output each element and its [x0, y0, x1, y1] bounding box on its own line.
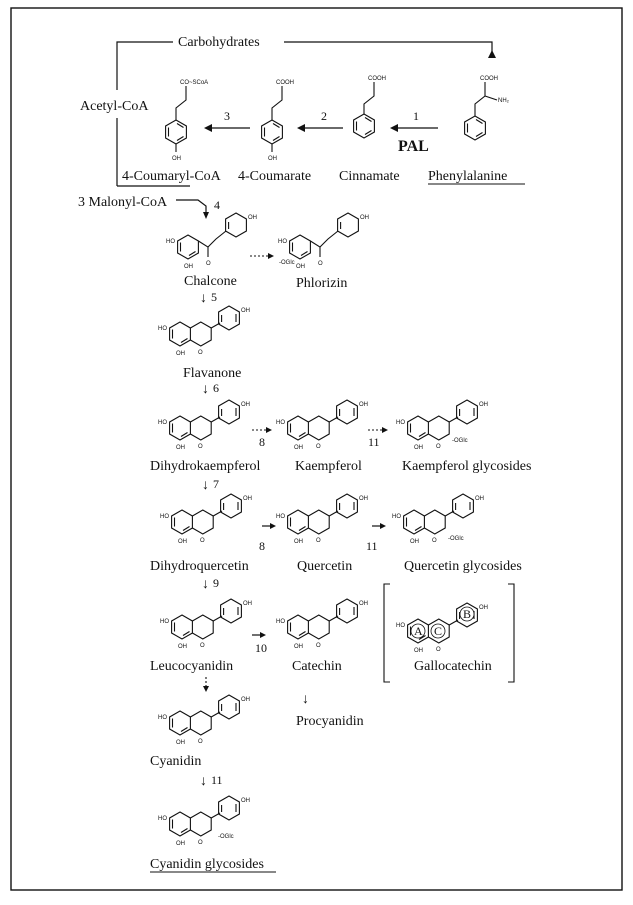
- catechin-structure: [275, 598, 369, 651]
- arrow-9: ↓: [202, 577, 209, 592]
- kaempferol-glycosides-structure: [395, 399, 489, 452]
- quercetin-glycosides-structure: [391, 493, 485, 546]
- svg-text:CO~SCoA: CO~SCoA: [180, 80, 208, 86]
- chalcone-structure: [165, 212, 258, 271]
- step-1: 1: [413, 109, 419, 123]
- ring-c-label: C: [434, 624, 442, 638]
- svg-text:-OGlc: -OGlc: [448, 536, 464, 542]
- step-4: 4: [214, 198, 220, 212]
- node-kaempferol: Kaempferol: [295, 459, 362, 474]
- step-11c: 11: [211, 773, 223, 787]
- quercetin-structure: [275, 493, 369, 546]
- step-9: 9: [213, 576, 219, 590]
- node-procyanidin: Procyanidin: [296, 714, 364, 729]
- coumaryl-coa-structure: CO~SCoA OH: [165, 80, 208, 162]
- flavanone-structure: [157, 305, 251, 358]
- node-4-coumaryl-coa: 4-Coumaryl-CoA: [122, 169, 222, 184]
- svg-text:COOH: COOH: [368, 76, 386, 82]
- step-8a: 8: [259, 435, 265, 449]
- step-2: 2: [321, 109, 327, 123]
- gallocatechin-box: A C B Gallocatechin: [383, 583, 515, 683]
- cinnamate-structure: COOH: [353, 76, 386, 139]
- step-6: 6: [213, 381, 219, 395]
- frame-border: [10, 7, 623, 891]
- node-4-coumarate: 4-Coumarate: [238, 169, 311, 184]
- cyanidin-structure: [157, 694, 251, 747]
- svg-text:NH₂: NH₂: [498, 98, 510, 104]
- node-acetyl-coa: Acetyl-CoA: [80, 99, 149, 114]
- leucocyanidin-structure: [159, 598, 253, 651]
- node-cyanidin: Cyanidin: [150, 754, 201, 769]
- node-3-malonyl-coa: 3 Malonyl-CoA: [78, 195, 168, 210]
- node-cyanidin-glycosides: Cyanidin glycosides: [150, 857, 264, 872]
- node-chalcone: Chalcone: [184, 274, 237, 289]
- step-3: 3: [224, 109, 230, 123]
- arrow-6: ↓: [202, 382, 209, 397]
- svg-text:OH: OH: [172, 156, 181, 162]
- svg-text:COOH: COOH: [276, 80, 294, 86]
- step-5: 5: [211, 290, 217, 304]
- kaempferol-structure: [275, 399, 369, 452]
- step-11a: 11: [368, 435, 380, 449]
- step-7: 7: [213, 477, 219, 491]
- coumarate-structure: COOH OH: [261, 80, 294, 162]
- node-quercetin-glycosides: Quercetin glycosides: [404, 559, 522, 574]
- cyanidin-glycosides-structure: [157, 795, 251, 848]
- node-phlorizin: Phlorizin: [296, 276, 347, 291]
- dihydrokaempferol-structure: [157, 399, 251, 452]
- node-dihydroquercetin: Dihydroquercetin: [150, 559, 249, 574]
- node-quercetin: Quercetin: [297, 559, 352, 574]
- svg-text:-OGlc: -OGlc: [218, 834, 234, 840]
- node-cinnamate: Cinnamate: [339, 169, 400, 184]
- enzyme-pal: PAL: [398, 138, 429, 155]
- arrow-11: ↓: [200, 774, 207, 789]
- svg-text:COOH: COOH: [480, 76, 498, 82]
- svg-text:-OGlc: -OGlc: [452, 438, 468, 444]
- node-flavanone: Flavanone: [183, 366, 241, 381]
- node-phenylalanine: Phenylalanine: [428, 169, 507, 184]
- node-catechin: Catechin: [292, 659, 342, 674]
- arrow-7: ↓: [202, 478, 209, 493]
- ring-b-label: B: [463, 607, 471, 621]
- node-dihydrokaempferol: Dihydrokaempferol: [150, 459, 261, 474]
- node-carbohydrates: Carbohydrates: [178, 35, 260, 50]
- step-8b: 8: [259, 539, 265, 553]
- step-10: 10: [255, 641, 267, 655]
- svg-text:-OGlc: -OGlc: [279, 260, 295, 266]
- arrow-5: ↓: [200, 291, 207, 306]
- step-11b: 11: [366, 539, 378, 553]
- ring-a-label: A: [414, 624, 423, 638]
- arrow-procyanidin: ↓: [302, 692, 309, 707]
- dihydroquercetin-structure: [159, 493, 253, 546]
- phenylalanine-structure: COOH NH₂: [464, 76, 510, 141]
- node-leucocyanidin: Leucocyanidin: [150, 659, 233, 674]
- node-kaempferol-glycosides: Kaempferol glycosides: [402, 459, 531, 474]
- svg-text:OH: OH: [268, 156, 277, 162]
- node-gallocatechin: Gallocatechin: [414, 659, 492, 674]
